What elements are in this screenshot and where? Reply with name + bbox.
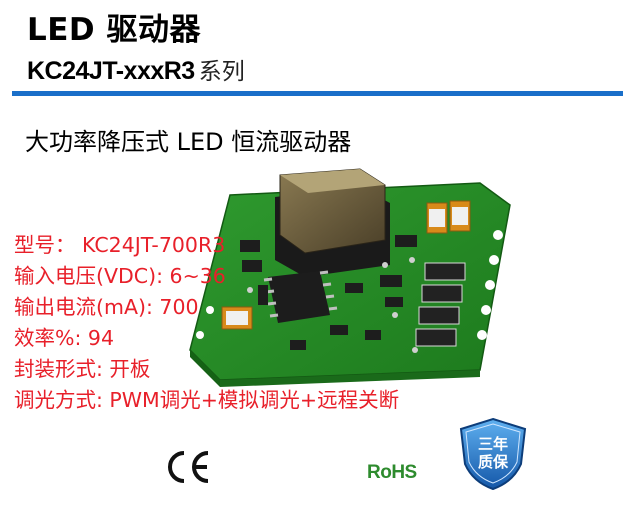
page-title: LED 驱动器	[27, 12, 201, 48]
header-divider	[12, 91, 623, 96]
spec-dimming: 调光方式: PWM调光+模拟调光+远程关断	[14, 388, 400, 412]
shield-icon	[459, 417, 527, 491]
spec-package: 封装形式: 开板	[14, 357, 151, 381]
spec-efficiency: 效率%: 94	[14, 326, 114, 350]
spec-output-current: 输出电流(mA): 700	[14, 295, 199, 319]
series-suffix: 系列	[198, 59, 245, 85]
ce-mark-icon	[168, 451, 209, 483]
warranty-line-2: 质保	[477, 453, 508, 471]
spec-list: 型号： KC24JT-700R3 输入电压(VDC): 6~36 输出电流(mA…	[14, 230, 399, 416]
series-model: KC24JT-xxxR3	[27, 57, 195, 85]
spec-input-voltage: 输入电压(VDC): 6~36	[14, 264, 226, 288]
rohs-mark: RoHS	[367, 462, 417, 483]
warranty-badge: 三年 质保	[455, 416, 531, 492]
pcb-module-image	[189, 168, 511, 387]
warranty-line-1: 三年	[477, 435, 508, 453]
spec-model: 型号： KC24JT-700R3	[14, 233, 226, 257]
product-subtitle: 大功率降压式 LED 恒流驱动器	[25, 128, 352, 156]
